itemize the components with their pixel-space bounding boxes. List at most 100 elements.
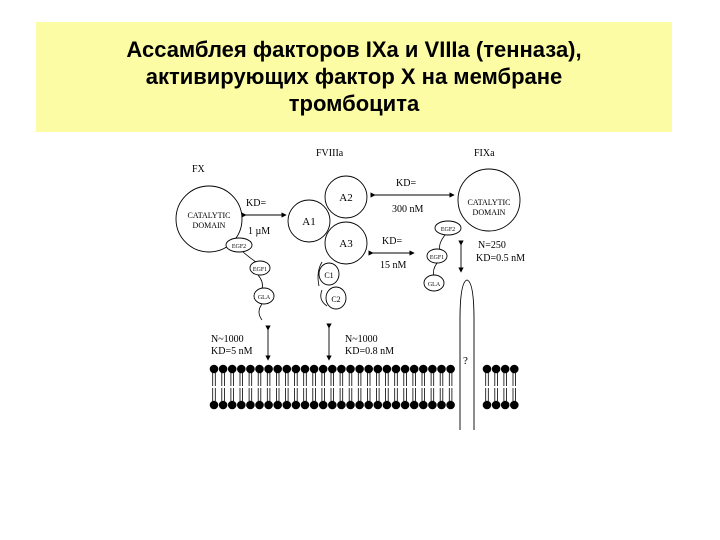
lipid-head-inner	[373, 400, 383, 410]
lipid-head-outer	[373, 364, 383, 374]
lipid-head-outer	[364, 364, 374, 374]
kd-fx-fviiia-2: 1 µM	[248, 226, 270, 237]
fviiia-a3-domain	[324, 221, 368, 265]
kd-a2-fixa-2: 300 nM	[392, 204, 424, 215]
lipid-head-inner	[309, 400, 319, 410]
lipid-head-inner	[209, 400, 219, 410]
lipid-head-outer	[400, 364, 410, 374]
lipid-head-inner	[264, 400, 273, 410]
fixa-egf2-label: EGF2	[441, 227, 455, 233]
fixa-egf2-domain	[434, 220, 462, 236]
fviiia-a1-label: A1	[302, 216, 315, 228]
kd-a3-fixa-2: 15 nM	[380, 260, 407, 271]
fixa-membrane-1: N=250	[478, 240, 506, 251]
lipid-head-outer	[482, 364, 492, 374]
lipid-head-inner	[437, 400, 446, 410]
fviiia-a1-domain	[287, 199, 331, 243]
fviiia-a2-domain	[324, 175, 368, 219]
lipid-head-outer	[209, 364, 219, 374]
lipid-head-outer	[246, 364, 255, 374]
lipid-head-inner	[237, 400, 246, 410]
fx-catalytic-domain	[175, 185, 243, 253]
fviiia-link-2	[320, 289, 328, 307]
fx-membrane-2: KD=5 nM	[211, 346, 253, 357]
lipid-head-inner	[491, 400, 501, 410]
slide-title: Ассамблея факторов IXa и VIIIa (тенназа)…	[36, 36, 672, 117]
receptor-question-mark: ?	[463, 355, 468, 367]
lipid-head-inner	[291, 400, 301, 410]
lipid-head-inner	[328, 400, 337, 410]
fx-linker-2	[257, 274, 263, 290]
fixa-catalytic-label-2: DOMAIN	[473, 208, 506, 217]
lipid-head-inner	[364, 400, 374, 410]
lipid-head-inner	[510, 400, 519, 410]
lipid-head-outer	[428, 364, 437, 374]
title-banner: Ассамблея факторов IXa и VIIIa (тенназа)…	[36, 22, 672, 132]
lipid-head-inner	[409, 400, 419, 410]
lipid-head-inner	[246, 400, 255, 410]
fixa-egf1-label: EGF1	[430, 255, 444, 261]
fviiia-c1-label: C1	[324, 271, 333, 280]
fixa-linker-2	[433, 262, 438, 277]
lipid-head-outer	[409, 364, 419, 374]
lipid-head-outer	[264, 364, 273, 374]
fixa-linker-1	[439, 234, 446, 251]
fviiia-a3-label: A3	[339, 238, 353, 250]
lipid-head-inner	[282, 400, 292, 410]
lipid-head-outer	[382, 364, 392, 374]
title-line-3: тромбоцита	[288, 91, 420, 116]
lipid-head-outer	[318, 364, 328, 374]
lipid-head-outer	[391, 364, 401, 374]
fviiia-a2-label: A2	[339, 192, 352, 204]
fx-membrane-1: N~1000	[211, 334, 244, 345]
lipid-head-inner	[318, 400, 328, 410]
lipid-head-outer	[309, 364, 319, 374]
lipid-head-outer	[510, 364, 519, 374]
lipid-head-inner	[391, 400, 401, 410]
lipid-head-outer	[227, 364, 237, 374]
fixa-gla-domain	[423, 274, 445, 292]
fviiia-membrane-2: KD=0.8 nM	[345, 346, 394, 357]
lipid-head-inner	[337, 400, 346, 410]
lipid-head-inner	[428, 400, 437, 410]
lipid-head-outer	[282, 364, 292, 374]
platelet-membrane-bilayer	[209, 364, 519, 410]
fixa-membrane-2: KD=0.5 nM	[476, 253, 525, 264]
lipid-head-outer	[355, 364, 364, 374]
lipid-head-outer	[337, 364, 346, 374]
membrane-receptor	[459, 279, 475, 430]
lipid-head-outer	[218, 364, 228, 374]
fx-gla-domain	[253, 287, 275, 305]
lipid-head-outer	[291, 364, 301, 374]
fviiia-link-1	[317, 261, 323, 287]
lipid-head-inner	[227, 400, 237, 410]
lipid-head-inner	[300, 400, 310, 410]
lipid-head-inner	[218, 400, 228, 410]
lipid-head-inner	[255, 400, 264, 410]
lipid-head-inner	[482, 400, 492, 410]
lipid-head-inner	[355, 400, 364, 410]
fx-anchor	[258, 303, 263, 321]
lipid-head-inner	[400, 400, 410, 410]
fixa-catalytic-domain	[457, 168, 521, 232]
lipid-head-outer	[273, 364, 283, 374]
fx-gla-label: GLA	[258, 295, 271, 301]
fx-egf1-label: EGF1	[253, 267, 267, 273]
lipid-head-inner	[419, 400, 428, 410]
fx-egf1-domain	[249, 260, 271, 276]
lipid-head-outer	[328, 364, 337, 374]
fx-catalytic-label-1: CATALYTIC	[188, 211, 231, 220]
fviiia-c1-domain	[318, 262, 340, 286]
fviiia-c2-domain	[325, 286, 347, 310]
fviiia-label: FVIIIa	[316, 148, 344, 159]
kd-a2-fixa-1: KD=	[396, 178, 416, 189]
title-line-2: активирующих фактор X на мембране	[145, 64, 563, 89]
lipid-head-outer	[500, 364, 510, 374]
fixa-label: FIXa	[474, 148, 495, 159]
lipid-head-inner	[382, 400, 392, 410]
kd-fx-fviiia-1: KD=	[246, 198, 266, 209]
lipid-head-outer	[446, 364, 455, 374]
lipid-head-outer	[346, 364, 355, 374]
fixa-catalytic-label-1: CATALYTIC	[468, 198, 511, 207]
lipid-head-outer	[300, 364, 310, 374]
